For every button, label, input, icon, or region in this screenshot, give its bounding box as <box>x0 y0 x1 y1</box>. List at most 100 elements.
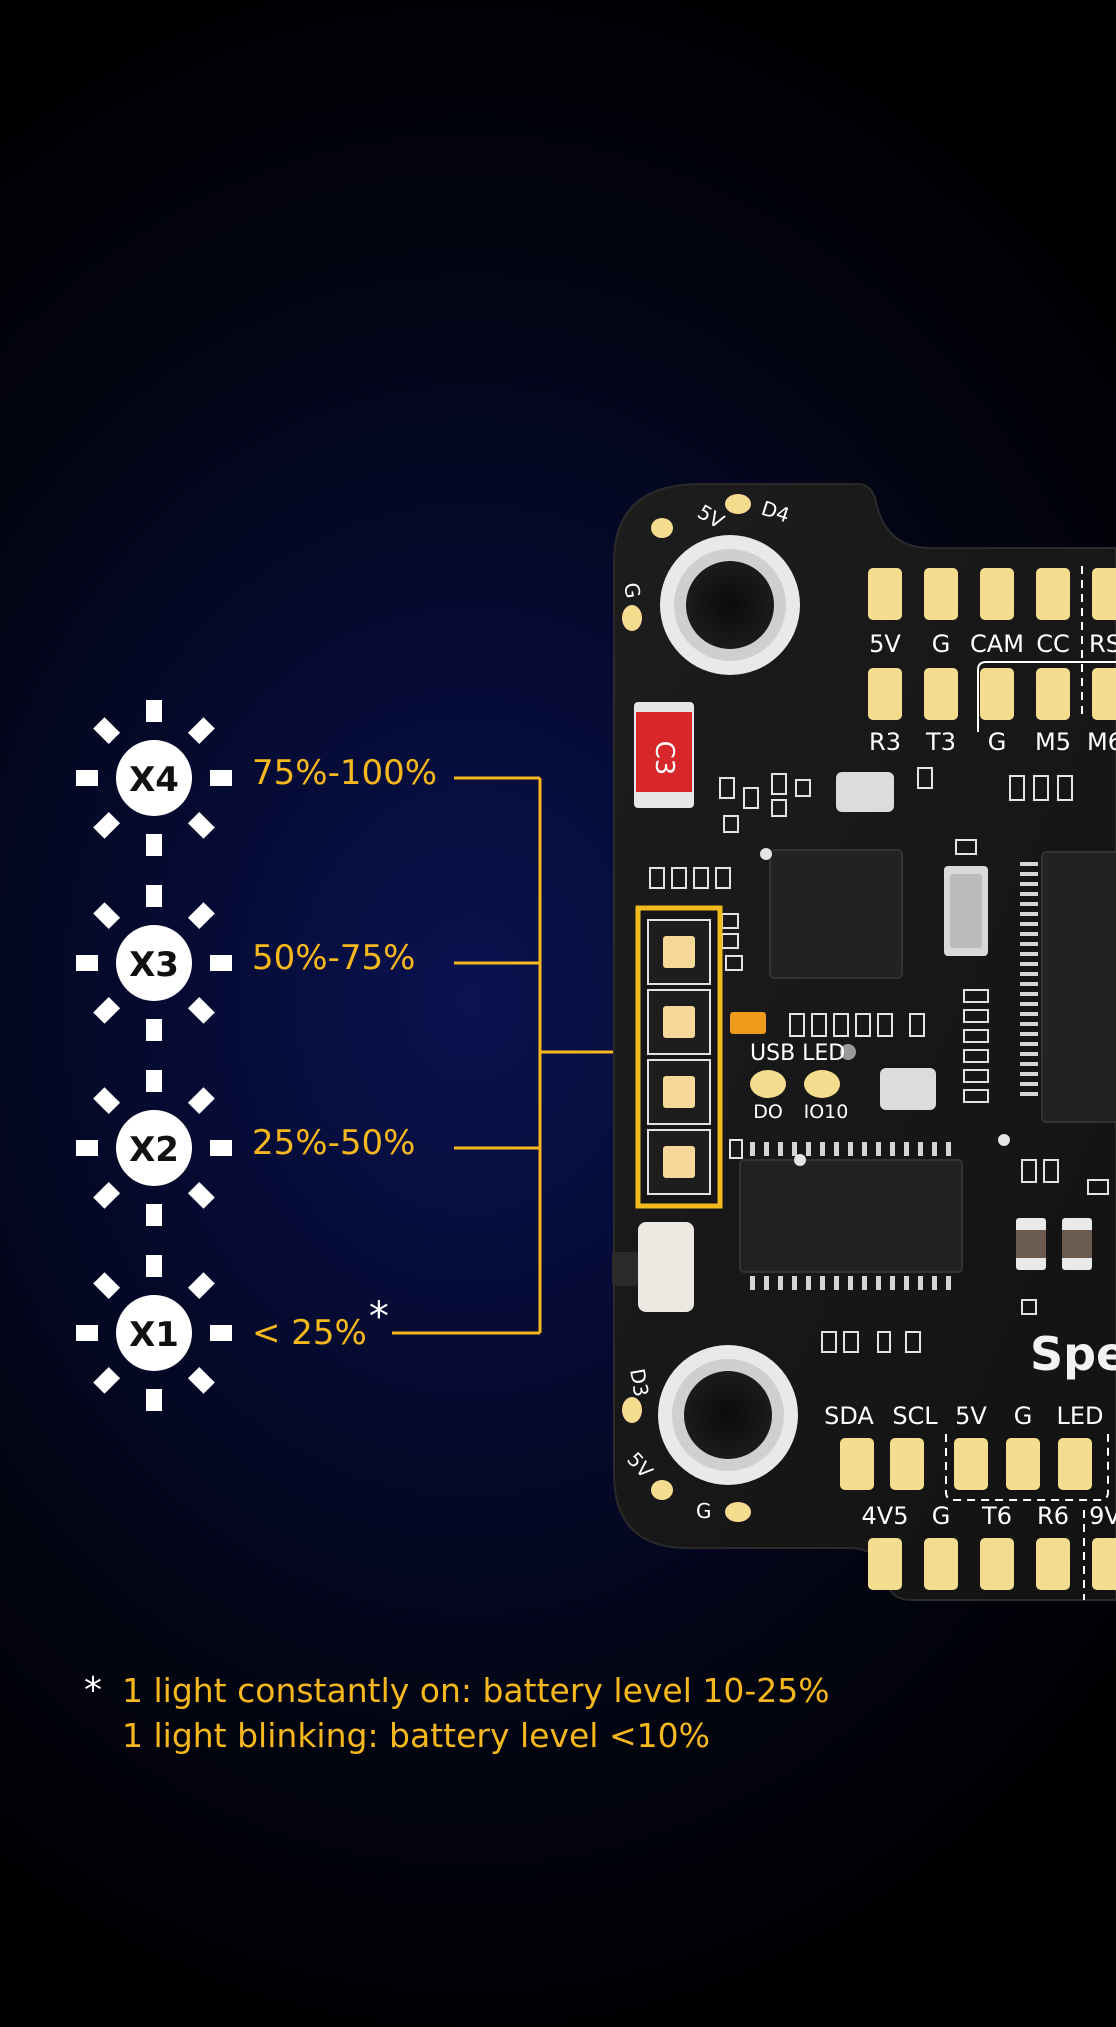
driver-chip <box>739 1159 963 1273</box>
mounting-holes <box>658 535 800 1485</box>
chip-components <box>612 772 1116 1312</box>
footnote: * 1 light constantly on: battery level 1… <box>84 1668 830 1758</box>
svg-text:USB LED: USB LED <box>750 1041 845 1066</box>
light-ray <box>187 811 215 839</box>
gyro-chip <box>769 849 903 979</box>
io-pads: DO IO10 <box>750 1070 848 1123</box>
passive-components <box>649 767 1109 1353</box>
pad-label: M6 <box>1087 728 1116 756</box>
light-indicator-x4-icon: X4 <box>76 700 232 856</box>
light-level-label: X4 <box>129 760 179 800</box>
mount-label: D3 <box>625 1367 654 1399</box>
light-ray <box>93 717 121 745</box>
pad-label: SDA <box>824 1402 874 1430</box>
svg-text:DO: DO <box>753 1101 783 1123</box>
pad-label: SCL <box>892 1402 938 1430</box>
bottom-solder-pads <box>840 1438 1116 1590</box>
light-ray <box>146 1204 162 1226</box>
light-ray <box>146 1070 162 1092</box>
light-ray <box>187 902 215 930</box>
light-ray <box>93 902 121 930</box>
pad-label: RS <box>1089 630 1116 658</box>
light-ray <box>146 1019 162 1041</box>
light-ray <box>76 1325 98 1341</box>
pad-label: 5V <box>869 630 901 658</box>
light-ray <box>187 996 215 1024</box>
light-ray <box>187 717 215 745</box>
light-level-label: X2 <box>129 1130 179 1170</box>
footnote-line-1: 1 light constantly on: battery level 10-… <box>122 1671 830 1710</box>
light-ray <box>93 811 121 839</box>
flight-controller-board: 5V D4 G D3 5V G C3 5V G CAM <box>612 483 1116 1601</box>
light-ray <box>76 955 98 971</box>
light-ray <box>187 1366 215 1394</box>
light-ray <box>187 1181 215 1209</box>
light-disc <box>116 740 192 816</box>
fuse-component: C3 <box>634 702 694 808</box>
light-ray <box>210 1140 232 1156</box>
footnote-asterisk: * <box>84 1670 102 1711</box>
light-disc <box>116 925 192 1001</box>
light-level-label: X1 <box>129 1315 179 1355</box>
pad-label: G <box>932 1502 951 1530</box>
light-indicator-x3-icon: X3 <box>76 885 232 1041</box>
light-ray <box>146 834 162 856</box>
pad-label: T3 <box>925 728 956 756</box>
light-ray <box>93 1272 121 1300</box>
pad-label: CC <box>1036 630 1070 658</box>
light-ray <box>210 770 232 786</box>
pad-label: T6 <box>981 1502 1012 1530</box>
pad-label: G <box>932 630 951 658</box>
light-ray <box>93 996 121 1024</box>
pad-label: LED <box>1056 1402 1103 1430</box>
pad-label: R6 <box>1037 1502 1069 1530</box>
footnote-line-2: 1 light blinking: battery level <10% <box>122 1716 710 1755</box>
light-ray <box>210 955 232 971</box>
light-ray <box>93 1181 121 1209</box>
light-level-label: X3 <box>129 945 179 985</box>
battery-range-label: 75%-100% <box>252 753 438 793</box>
light-ray <box>187 1087 215 1115</box>
light-ray <box>93 1087 121 1115</box>
light-indicator-x1-icon: X1 <box>76 1255 232 1411</box>
light-indicator-x2-icon: X2 <box>76 1070 232 1226</box>
light-ray <box>146 885 162 907</box>
mount-pads <box>622 494 751 1522</box>
light-ray <box>210 1325 232 1341</box>
usb-switch <box>638 1222 694 1312</box>
light-ray <box>76 1140 98 1156</box>
light-disc <box>116 1295 192 1371</box>
svg-text:IO10: IO10 <box>804 1101 849 1123</box>
pad-label: 4V5 <box>862 1502 909 1530</box>
battery-range-label: 25%-50% <box>252 1123 416 1163</box>
pad-label: 5V <box>955 1402 987 1430</box>
mount-label: G <box>619 581 645 600</box>
footnote-marker: * <box>368 1294 389 1340</box>
chip-pins <box>750 862 1038 1290</box>
pad-label: G <box>988 728 1007 756</box>
top-solder-pads <box>868 568 1116 720</box>
pad-label: G <box>1014 1402 1033 1430</box>
led-strip <box>635 905 723 1209</box>
battery-level-x3: X3 50%-75% <box>0 883 460 1043</box>
light-disc <box>116 1110 192 1186</box>
light-ray <box>76 770 98 786</box>
mount-label: G <box>696 1499 712 1523</box>
mcu-chip <box>1041 851 1116 1123</box>
light-ray <box>146 1389 162 1411</box>
pad-label: R3 <box>869 728 901 756</box>
button <box>880 1068 936 1110</box>
battery-level-x4: X4 75%-100% <box>0 698 460 858</box>
battery-level-x2: X2 25%-50% <box>0 1068 460 1228</box>
light-ray <box>93 1366 121 1394</box>
pad-label: CAM <box>970 630 1024 658</box>
pad-label: M5 <box>1035 728 1071 756</box>
battery-range-label: < 25%* <box>252 1294 389 1353</box>
brand-text: Spe <box>1030 1327 1116 1381</box>
battery-level-x1: X1 < 25%* <box>0 1253 460 1413</box>
status-led: USB LED <box>730 1012 845 1066</box>
light-ray <box>146 700 162 722</box>
light-ray <box>187 1272 215 1300</box>
